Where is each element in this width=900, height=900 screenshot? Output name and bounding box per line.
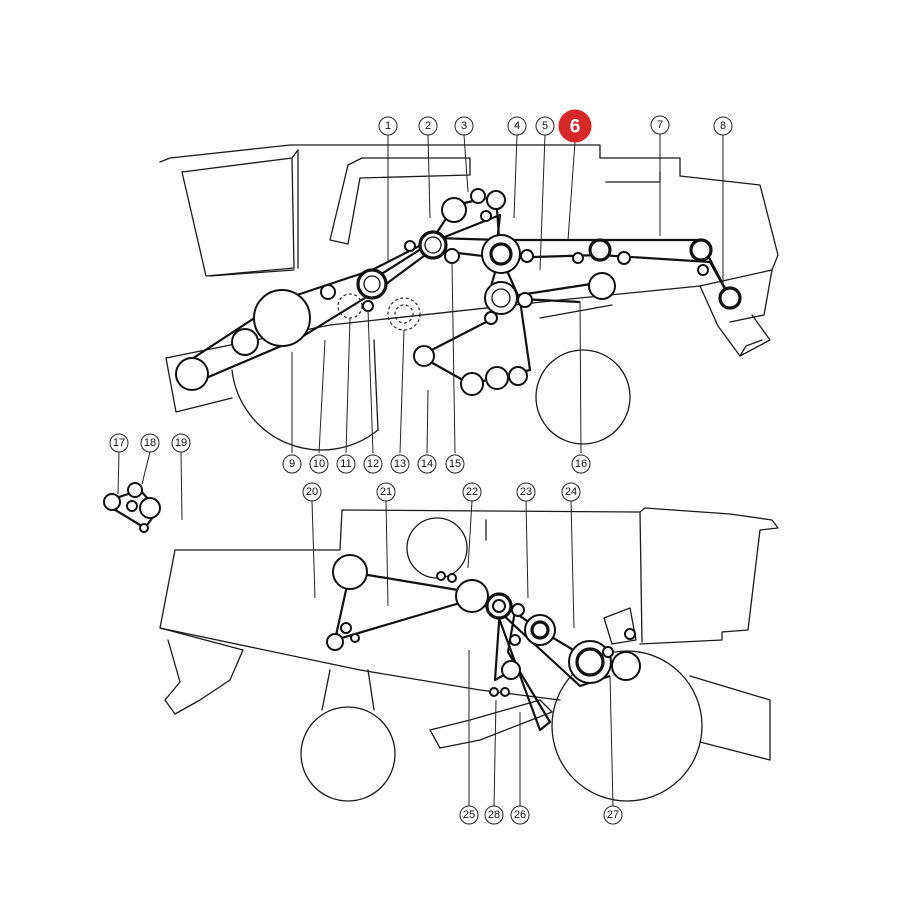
callout-label: 18 xyxy=(144,437,156,449)
callout-13: 13 xyxy=(390,454,410,474)
callout-22: 22 xyxy=(462,482,482,502)
callout-label: 7 xyxy=(657,119,663,131)
callout-label: 19 xyxy=(175,437,187,449)
callout-26: 26 xyxy=(510,805,530,825)
callout-label: 17 xyxy=(113,437,125,449)
callout-18: 18 xyxy=(140,433,160,453)
callout-label: 21 xyxy=(380,486,392,498)
callout-2: 2 xyxy=(418,116,438,136)
callout-label: 26 xyxy=(514,809,526,821)
callout-3: 3 xyxy=(454,116,474,136)
callout-16: 16 xyxy=(571,454,591,474)
callout-label: 8 xyxy=(720,120,726,132)
bottom-belt-system xyxy=(326,554,641,732)
callout-label: 2 xyxy=(425,120,431,132)
callout-label: 12 xyxy=(367,458,379,470)
callout-6-highlighted: 6 xyxy=(558,109,592,143)
callout-label: 27 xyxy=(607,809,619,821)
callout-8: 8 xyxy=(713,116,733,136)
callout-label: 3 xyxy=(461,120,467,132)
callout-23: 23 xyxy=(516,482,536,502)
callout-1: 1 xyxy=(378,116,398,136)
callout-label: 23 xyxy=(520,486,532,498)
callout-label: 16 xyxy=(575,458,587,470)
callout-label: 13 xyxy=(394,458,406,470)
callout-19: 19 xyxy=(171,433,191,453)
combine-right-side-view xyxy=(159,144,779,451)
callout-label: 9 xyxy=(289,458,295,470)
callout-21: 21 xyxy=(376,482,396,502)
callout-20: 20 xyxy=(302,482,322,502)
callout-24: 24 xyxy=(561,482,581,502)
callout-25: 25 xyxy=(459,805,479,825)
callout-label: 11 xyxy=(340,458,351,470)
top-belt-system xyxy=(175,188,742,396)
callout-15: 15 xyxy=(445,454,465,474)
callout-label: 4 xyxy=(514,120,520,132)
callout-label: 1 xyxy=(385,120,391,132)
callout-label: 6 xyxy=(570,117,581,138)
callout-4: 4 xyxy=(507,116,527,136)
callout-label: 10 xyxy=(313,458,325,470)
callout-label: 28 xyxy=(488,809,500,821)
detail-17-19 xyxy=(103,482,161,533)
callout-label: 5 xyxy=(542,120,548,132)
callout-27: 27 xyxy=(603,805,623,825)
callout-label: 14 xyxy=(421,458,433,470)
callout-label: 22 xyxy=(466,486,478,498)
combine-left-side-view xyxy=(159,507,779,802)
leader-lines xyxy=(117,134,724,807)
callout-28: 28 xyxy=(484,805,504,825)
callout-9: 9 xyxy=(282,454,302,474)
callout-14: 14 xyxy=(417,454,437,474)
callout-10: 10 xyxy=(309,454,329,474)
callout-11: 11 xyxy=(336,454,356,474)
callout-label: 15 xyxy=(449,458,461,470)
callouts: 1 2 3 4 5 6 7 8 9 10 11 12 13 14 15 16 1… xyxy=(109,109,733,825)
callout-17: 17 xyxy=(109,433,129,453)
callout-7: 7 xyxy=(650,115,670,135)
callout-label: 20 xyxy=(306,486,318,498)
callout-label: 24 xyxy=(565,486,577,498)
callout-12: 12 xyxy=(363,454,383,474)
callout-5: 5 xyxy=(535,116,555,136)
callout-label: 25 xyxy=(463,809,475,821)
